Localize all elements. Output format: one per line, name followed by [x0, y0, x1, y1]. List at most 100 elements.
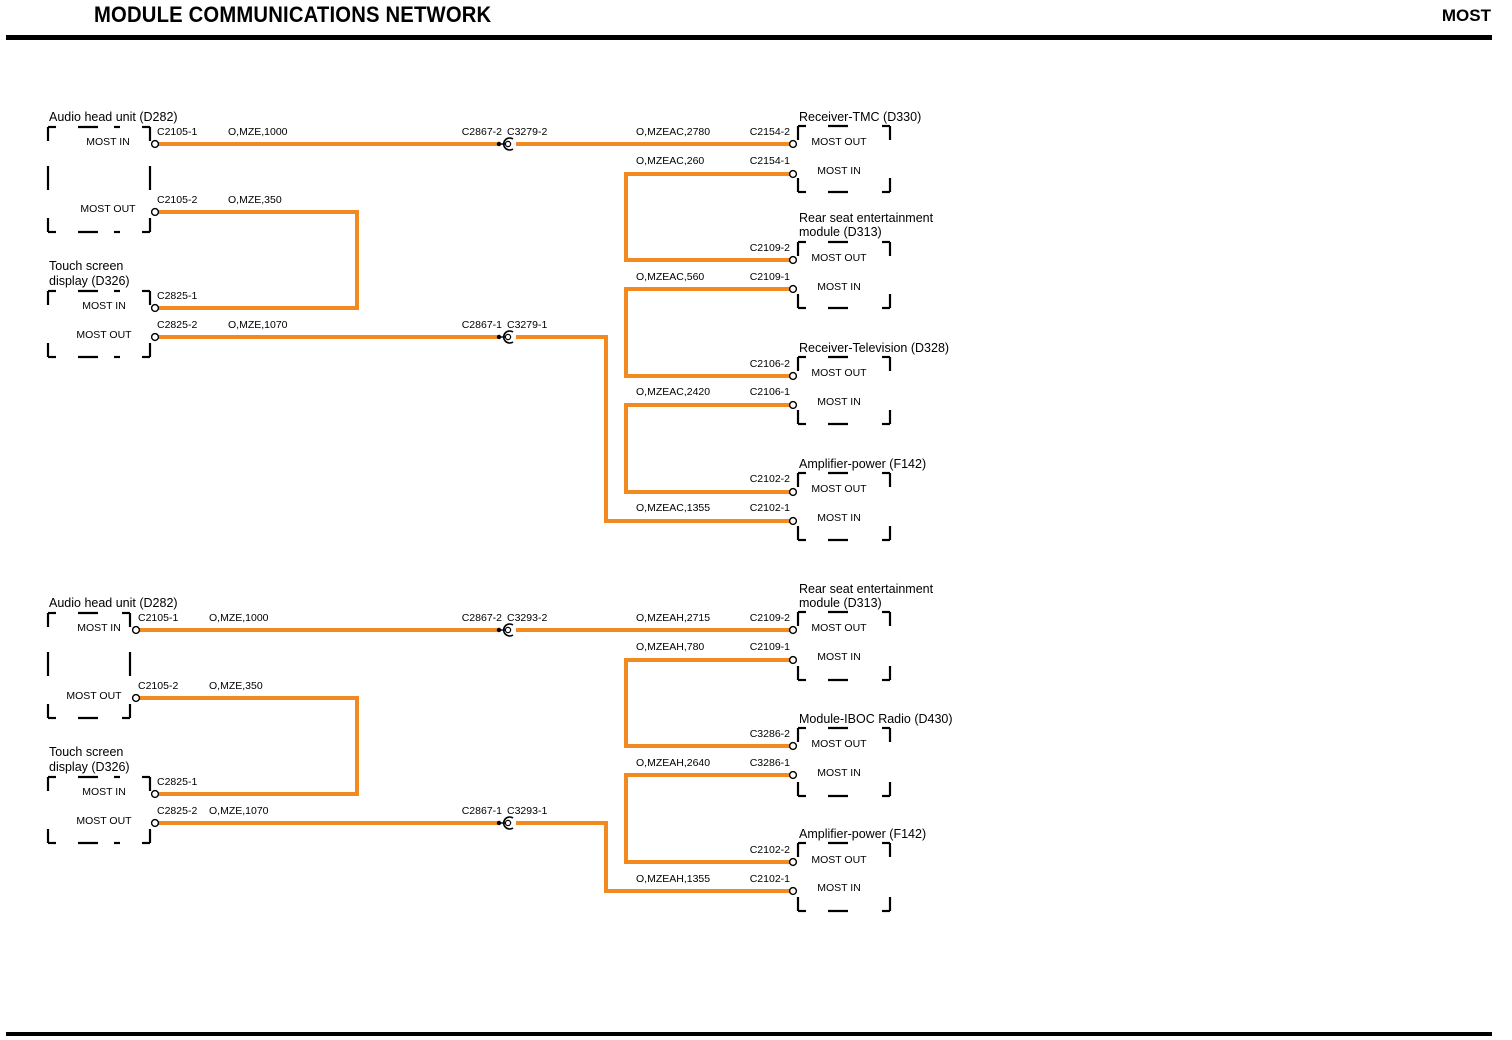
- connector-label: C2109-2: [750, 612, 790, 624]
- connector-label: C2825-2: [157, 319, 197, 331]
- module-name: Receiver-TMC (D330): [799, 110, 921, 124]
- module-box-tmc: [796, 124, 892, 194]
- port-label: MOST IN: [82, 300, 126, 312]
- inline-connector-male-pin: [496, 820, 502, 826]
- module-name: Amplifier-power (F142): [799, 457, 926, 471]
- module-name: Audio head unit (D282): [49, 110, 178, 124]
- inline-connector-label: C2867-2: [462, 126, 502, 138]
- connector-pin: [788, 886, 798, 896]
- port-label: MOST OUT: [76, 815, 132, 827]
- port-label: MOST OUT: [811, 854, 867, 866]
- wire-label: O,MZE,1070: [209, 805, 269, 817]
- wire-mzeac-260: [624, 172, 793, 262]
- inline-connector-label: C2867-1: [462, 805, 502, 817]
- wire-label: O,MZEAC,1355: [636, 502, 710, 514]
- connector-label: C2102-2: [750, 844, 790, 856]
- module-name: Receiver-Television (D328): [799, 341, 949, 355]
- connector-label: C2825-2: [157, 805, 197, 817]
- inline-connector-label: C3279-1: [507, 319, 547, 331]
- connector-pin: [150, 789, 160, 799]
- port-label: MOST IN: [86, 136, 130, 148]
- connector-pin: [788, 857, 798, 867]
- inline-connector-socket: [502, 816, 514, 830]
- wire-label: O,MZE,350: [209, 680, 263, 692]
- module-name: Audio head unit (D282): [49, 596, 178, 610]
- inline-connector-label: C2867-2: [462, 612, 502, 624]
- inline-connector-male-pin: [496, 141, 502, 147]
- page-title: MODULE COMMUNICATIONS NETWORK: [94, 2, 492, 27]
- connector-label: C2109-1: [750, 271, 790, 283]
- connector-label: C2154-2: [750, 126, 790, 138]
- connector-pin: [788, 516, 798, 526]
- port-label: MOST IN: [817, 651, 861, 663]
- port-label: MOST IN: [77, 622, 121, 634]
- module-box-touch-screen: [46, 289, 152, 359]
- port-label: MOST IN: [817, 396, 861, 408]
- module-name: Rear seat entertainment: [799, 582, 934, 596]
- connector-label: C2105-2: [138, 680, 178, 692]
- connector-pin: [788, 655, 798, 665]
- section-label: MOST: [1441, 6, 1491, 25]
- inline-connector-socket: [502, 330, 514, 344]
- connector-label: C2109-2: [750, 242, 790, 254]
- module-name: Rear seat entertainment: [799, 211, 934, 225]
- connector-label: C2102-1: [750, 873, 790, 885]
- inline-connector-socket-pin: [504, 819, 512, 827]
- inline-connector-label: C2867-1: [462, 319, 502, 331]
- wire-label: O,MZEAC,2780: [636, 126, 710, 138]
- connector-pin: [788, 255, 798, 265]
- connector-pin: [150, 818, 160, 828]
- connector-pin: [788, 487, 798, 497]
- connector-pin: [788, 625, 798, 635]
- inline-connector-socket: [502, 137, 514, 151]
- inline-connector-label: C3279-2: [507, 126, 547, 138]
- module-name: Module-IBOC Radio (D430): [799, 712, 953, 726]
- connector-label: C2106-2: [750, 358, 790, 370]
- wire-mzeah-2640: [624, 773, 793, 864]
- port-label: MOST IN: [817, 882, 861, 894]
- module-box-touch-screen: [46, 775, 152, 845]
- module-box-rse: [796, 610, 892, 682]
- wire-mze-350: [136, 696, 359, 796]
- wire-label: O,MZE,1070: [228, 319, 288, 331]
- connector-label: C2825-1: [157, 776, 197, 788]
- connector-pin: [788, 770, 798, 780]
- port-label: MOST OUT: [811, 252, 867, 264]
- module-name: Touch screen: [49, 745, 123, 759]
- wire-label: O,MZEAH,2715: [636, 612, 710, 624]
- connector-pin: [150, 303, 160, 313]
- wire-label: O,MZEAH,2640: [636, 757, 710, 769]
- connector-label: C3286-1: [750, 757, 790, 769]
- module-name: Amplifier-power (F142): [799, 827, 926, 841]
- wire-mzeah-780: [624, 658, 793, 748]
- port-label: MOST IN: [817, 767, 861, 779]
- inline-connector-male-pin: [496, 627, 502, 633]
- connector-label: C2105-1: [138, 612, 178, 624]
- wire-label: O,MZEAH,1355: [636, 873, 710, 885]
- port-label: MOST OUT: [811, 738, 867, 750]
- module-box-audio-head-unit: [46, 125, 152, 234]
- module-name: display (D326): [49, 760, 130, 774]
- port-label: MOST OUT: [811, 622, 867, 634]
- connector-pin: [150, 139, 160, 149]
- port-label: MOST OUT: [66, 690, 122, 702]
- wire-mze-350: [155, 210, 359, 310]
- connector-label: C2106-1: [750, 386, 790, 398]
- page-header: MODULE COMMUNICATIONS NETWORK MOST: [0, 0, 1512, 44]
- module-box-amp: [796, 471, 892, 542]
- connector-pin: [788, 284, 798, 294]
- module-box-audio-head-unit: [46, 611, 132, 720]
- connector-label: C2154-1: [750, 155, 790, 167]
- module-box-rse: [796, 240, 892, 310]
- module-box-amp: [796, 841, 892, 913]
- connector-label: C2102-1: [750, 502, 790, 514]
- module-name: module (D313): [799, 225, 882, 239]
- wire-label: O,MZEAC,2420: [636, 386, 710, 398]
- wire-mzeac-2420: [624, 403, 793, 494]
- inline-connector-socket: [502, 623, 514, 637]
- connector-pin: [150, 207, 160, 217]
- connector-label: C2825-1: [157, 290, 197, 302]
- module-name: module (D313): [799, 596, 882, 610]
- port-label: MOST OUT: [811, 367, 867, 379]
- footer-rule: [6, 1032, 1492, 1036]
